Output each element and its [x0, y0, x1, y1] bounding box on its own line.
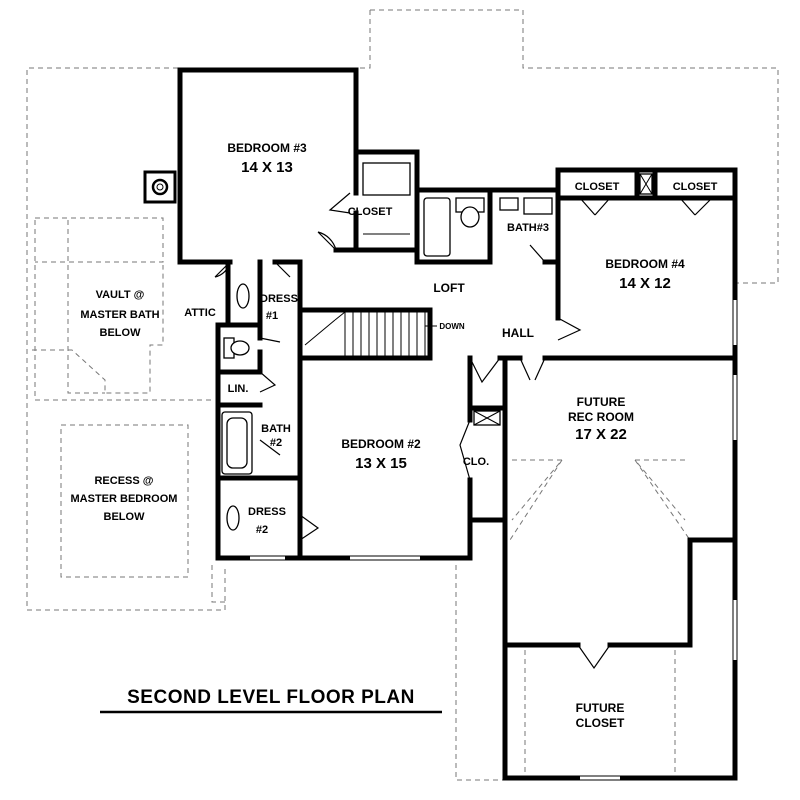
windows	[250, 300, 738, 781]
chimney	[143, 170, 177, 204]
dress-2-line2: #2	[256, 524, 268, 536]
bedroom-3-walls	[177, 67, 359, 265]
bath-3-label: BATH#3	[507, 222, 549, 234]
bedroom-2-name: BEDROOM #2	[341, 437, 421, 451]
loft-label: LOFT	[433, 281, 465, 295]
dress-1-line1: DRESS	[260, 293, 298, 305]
vault-line3: BELOW	[100, 327, 142, 339]
closet-b4-right-label: CLOSET	[673, 181, 718, 193]
lin-label: LIN.	[228, 383, 249, 395]
bath-2-line1: BATH	[261, 423, 291, 435]
dashed-outlines	[26, 9, 779, 781]
bedroom-2-size: 13 X 15	[355, 455, 407, 472]
bedroom-3-name: BEDROOM #3	[227, 141, 307, 155]
bath-2-line2: #2	[270, 437, 282, 449]
bedroom-4-walls	[555, 167, 738, 361]
recess-line2: MASTER BEDROOM	[71, 493, 178, 505]
bath-2-walls	[215, 259, 303, 561]
future-closet-line1: FUTURE	[576, 701, 625, 715]
dress-1-line2: #1	[266, 310, 278, 322]
bedroom-3-size: 14 X 13	[241, 159, 293, 176]
plan-title: SECOND LEVEL FLOOR PLAN	[127, 687, 415, 708]
vault-line1: VAULT @	[96, 289, 145, 301]
vault-line2: MASTER BATH	[80, 309, 159, 321]
closet-b3-label: CLOSET	[348, 206, 393, 218]
closet-b3-walls	[353, 149, 420, 265]
bedroom-4-name: BEDROOM #4	[605, 257, 685, 271]
loft-walls	[297, 259, 581, 361]
rec-room-line2: REC ROOM	[568, 410, 634, 424]
attic-label: ATTIC	[184, 307, 216, 319]
room-labels: BEDROOM #3 14 X 13 BEDROOM #4 14 X 12 BE…	[71, 141, 718, 730]
clo-label: CLO.	[463, 456, 489, 468]
hall-label: HALL	[502, 326, 534, 340]
dress-2-line1: DRESS	[248, 506, 286, 518]
bedroom-4-size: 14 X 12	[619, 275, 671, 292]
rec-room-size: 17 X 22	[575, 426, 627, 443]
future-closet-line2: CLOSET	[576, 716, 625, 730]
down-label: DOWN	[439, 322, 465, 331]
recess-line1: RECESS @	[94, 475, 153, 487]
recess-line3: BELOW	[104, 511, 146, 523]
door-swings	[214, 192, 713, 670]
staircase	[304, 311, 437, 356]
closet-b4-left-label: CLOSET	[575, 181, 620, 193]
rec-room-line1: FUTURE	[577, 395, 626, 409]
